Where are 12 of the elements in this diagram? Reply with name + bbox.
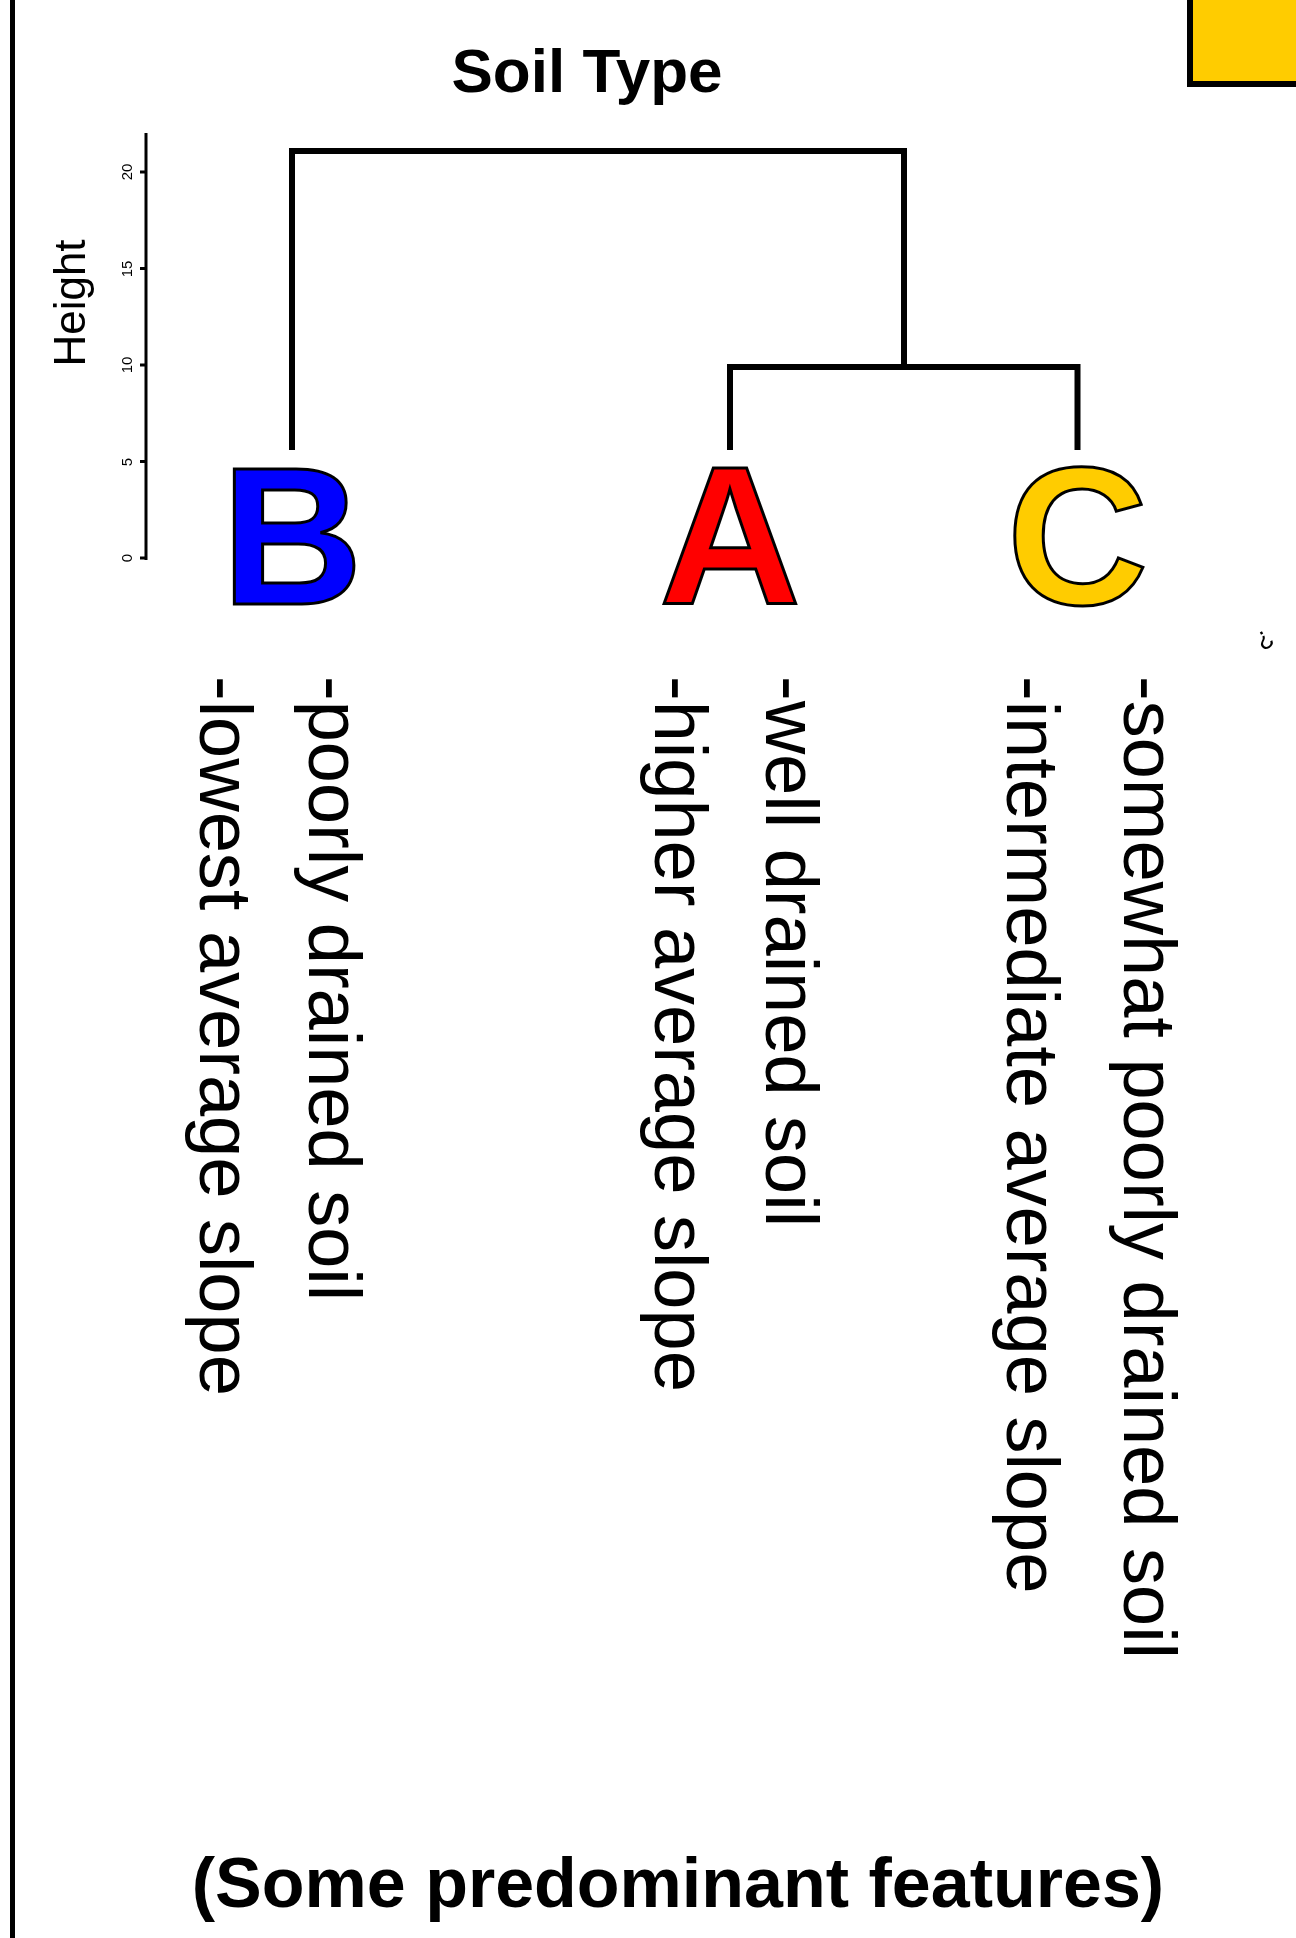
- tick-label: 0: [118, 553, 134, 563]
- cluster-letter: A: [659, 459, 801, 616]
- tick-label: 5: [118, 457, 134, 466]
- tick-label: 15: [118, 260, 134, 277]
- cluster-letter: B: [221, 459, 363, 616]
- stray-mark: ?: [1252, 625, 1278, 655]
- tick-label: 10: [118, 356, 134, 374]
- tick-label: 20: [118, 163, 134, 181]
- cluster-letter: C: [1006, 459, 1149, 616]
- axis-label: Height: [48, 239, 92, 367]
- feature-text: -well drained soil: [754, 676, 828, 1228]
- dendrogram-branch: [289, 148, 907, 450]
